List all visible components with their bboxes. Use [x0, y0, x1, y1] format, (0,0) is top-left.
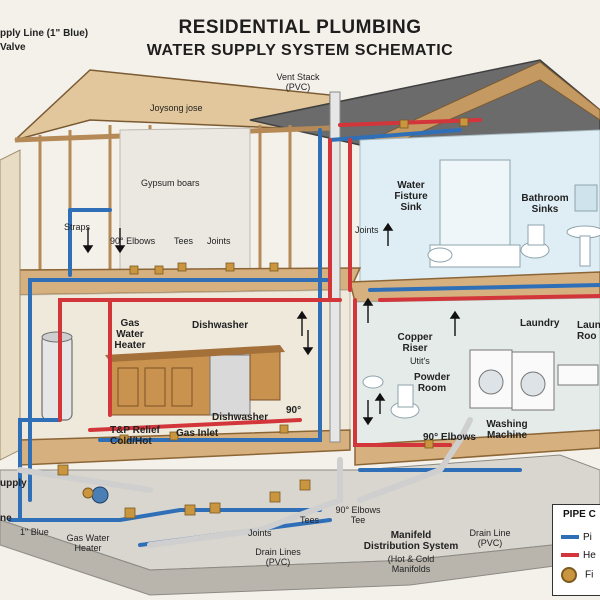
label-ne: ne	[0, 513, 12, 524]
label-laundry-room: Laun Roo	[577, 320, 600, 342]
label-dishwasher-bottom: Dishwasher	[212, 412, 269, 423]
hot-swatch	[561, 553, 579, 558]
label-elbows-top: 90° Elbows	[110, 236, 156, 246]
label-elbows-right: 90° Elbows	[423, 432, 476, 443]
label-joints-bottom: Joints	[248, 528, 272, 538]
label-laundry: Laundry	[520, 318, 560, 329]
legend-title: PIPE C	[563, 509, 596, 520]
label-supply-line: pply Line (1" Blue)	[0, 28, 89, 39]
pipe-legend: PIPE C Pi He Fi	[552, 504, 600, 596]
legend-item-fitting: Fi	[561, 567, 593, 583]
cold-swatch	[561, 535, 579, 540]
label-supply-left: upply	[0, 478, 27, 489]
gypsum-wall	[119, 127, 251, 276]
label-drain-lines: Drain Lines (PVC)	[255, 547, 301, 567]
label-joysong: Joysong jose	[150, 103, 203, 113]
label-vent-stack: Vent Stack (PVC)	[276, 72, 320, 92]
label-tp-relief: T&P Relief Cold/Hot	[110, 425, 160, 447]
label-valve: Valve	[0, 42, 26, 53]
label-gas-water-heater: Gas Water Heater	[114, 318, 146, 351]
label-gypsum: Gypsum boars	[141, 178, 200, 188]
legend-item-hot: He	[561, 550, 596, 561]
label-gas-water-heater-bottom: Gas Water Heater	[66, 533, 110, 553]
label-copper-riser: Copper Riser	[397, 332, 433, 354]
label-gas-inlet: Gas Inlet	[176, 428, 219, 439]
fitting-icon	[561, 567, 577, 583]
diagram-title-line-2: WATER SUPPLY SYSTEM SCHEMATIC	[146, 42, 454, 59]
label-water-fixture-sink: Water Fisture Sink	[394, 180, 428, 213]
label-powder-room: Powder Room	[413, 372, 451, 394]
label-joints-top: Joints	[207, 236, 231, 246]
label-elbows-tee: 90° Elbows Tee	[335, 505, 381, 525]
label-drain-line: Drain Line (PVC)	[469, 528, 511, 548]
water-heater-tank	[41, 334, 73, 421]
label-utits: Utit's	[410, 356, 430, 366]
label-joints-right: Joints	[355, 225, 379, 235]
label-tees-top: Tees	[174, 236, 194, 246]
water-meter	[91, 486, 109, 504]
label-dishwasher-top: Dishwasher	[192, 320, 249, 331]
label-washing-machine: Washing Machine	[486, 419, 528, 441]
diagram-title-line-1: RESIDENTIAL PLUMBING	[178, 17, 422, 38]
label-bathroom-sinks: Bathroom Sinks	[521, 193, 569, 215]
label-one-blue: 1" Blue	[20, 527, 49, 537]
legend-item-cold: Pi	[561, 532, 592, 543]
label-manifold: Manifeld Distribution System	[363, 530, 459, 552]
label-tees-bottom: Tees	[300, 515, 320, 525]
label-ninety: 90°	[286, 405, 302, 416]
label-manifold-sub: (Hot & Cold Manifolds	[387, 554, 435, 574]
label-straps: Straps	[64, 222, 91, 232]
